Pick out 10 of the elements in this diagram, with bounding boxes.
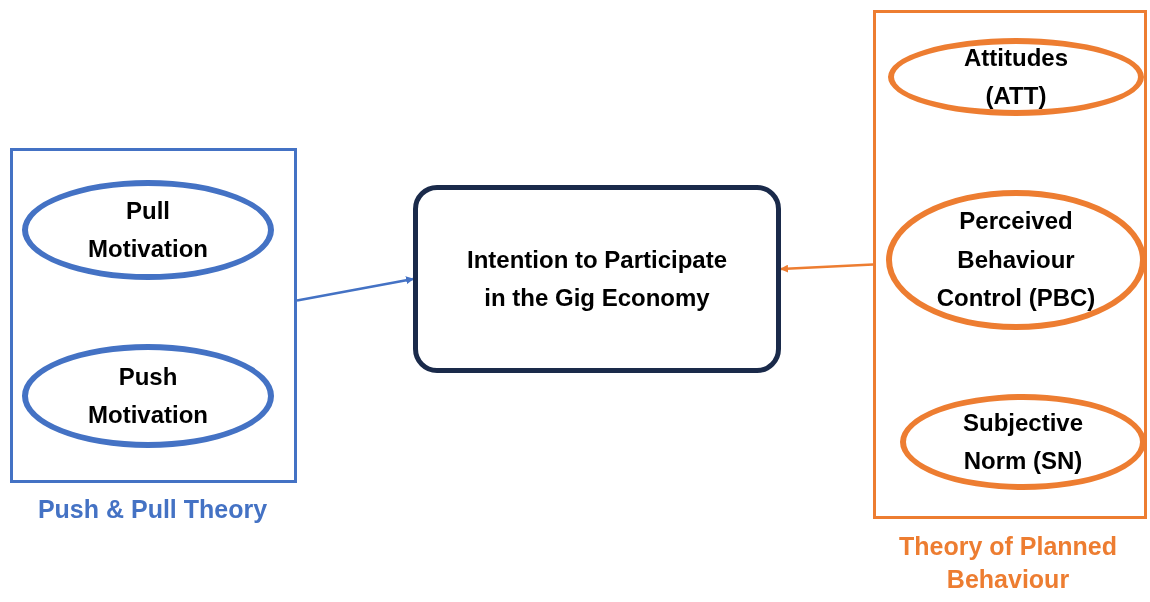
outcome-box: Intention to Participate in the Gig Economy (413, 185, 781, 373)
group-heading: Theory of Planned Behaviour (897, 531, 1119, 595)
construct-ellipse: Subjective Norm (SN) (900, 394, 1146, 490)
construct-ellipse: Attitudes (ATT) (888, 38, 1144, 116)
construct-ellipse: Perceived Behaviour Control (PBC) (886, 190, 1146, 330)
group-heading: Push & Pull Theory (36, 494, 269, 525)
construct-ellipse: Pull Motivation (22, 180, 274, 280)
arrow (780, 263, 874, 273)
construct-ellipse: Push Motivation (22, 344, 274, 448)
arrow (296, 276, 414, 302)
